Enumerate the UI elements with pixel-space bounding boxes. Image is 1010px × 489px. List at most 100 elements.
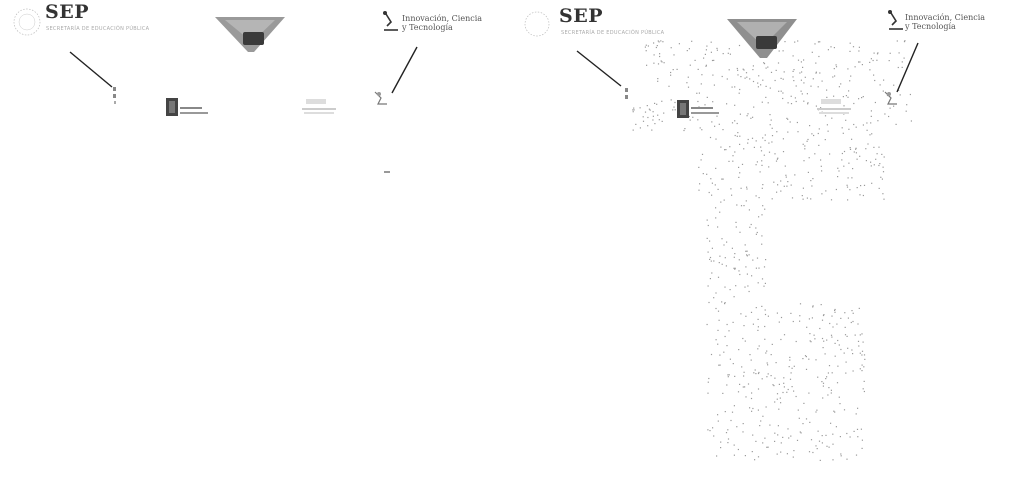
stipple-dot bbox=[809, 421, 811, 423]
stipple-dot bbox=[776, 131, 778, 133]
stipple-dot bbox=[740, 187, 742, 189]
stipple-dot bbox=[813, 134, 815, 137]
stipple-dot bbox=[822, 385, 824, 387]
stipple-dot bbox=[706, 45, 708, 47]
stipple-dot bbox=[821, 319, 824, 321]
stipple-dot bbox=[755, 267, 757, 269]
stipple-dot bbox=[704, 104, 706, 106]
stipple-dot bbox=[803, 82, 805, 84]
stipple-dot bbox=[858, 61, 860, 63]
stipple-dot bbox=[861, 354, 863, 356]
stipple-dot bbox=[776, 312, 778, 314]
stipple-dot bbox=[855, 148, 857, 150]
stipple-dot bbox=[799, 72, 801, 74]
stipple-dot bbox=[752, 80, 755, 83]
stipple-dot bbox=[826, 96, 828, 98]
stipple-dot bbox=[692, 116, 694, 118]
microscope-icon bbox=[888, 10, 903, 30]
stipple-dot bbox=[840, 83, 842, 85]
stipple-dot bbox=[818, 440, 821, 442]
stipple-dot bbox=[738, 44, 741, 47]
stipple-dot bbox=[820, 107, 822, 109]
stipple-dot bbox=[698, 166, 700, 168]
stipple-dot bbox=[694, 59, 696, 61]
stipple-dot bbox=[793, 390, 795, 392]
stipple-dot bbox=[799, 303, 802, 305]
stipple-dot bbox=[830, 389, 832, 391]
stipple-dot bbox=[782, 151, 785, 153]
stipple-dot bbox=[861, 333, 863, 335]
stipple-dot bbox=[802, 358, 804, 360]
stipple-dot bbox=[789, 378, 792, 380]
stipple-dot bbox=[849, 148, 852, 150]
stipple-dot bbox=[728, 69, 730, 71]
stipple-dot bbox=[878, 146, 880, 148]
stipple-dot bbox=[701, 129, 703, 131]
stipple-dot bbox=[730, 419, 732, 422]
stipple-dot bbox=[785, 176, 787, 178]
stipple-dot bbox=[828, 365, 831, 367]
stipple-dot bbox=[709, 258, 711, 260]
stipple-dot bbox=[698, 92, 700, 94]
stipple-dot bbox=[901, 66, 903, 68]
stipple-dot bbox=[742, 431, 744, 433]
stipple-dot bbox=[821, 435, 823, 437]
stipple-dot bbox=[813, 334, 815, 336]
stipple-dot bbox=[769, 424, 771, 426]
stipple-dot bbox=[847, 199, 849, 201]
stipple-dot bbox=[736, 122, 738, 125]
stipple-dot bbox=[761, 235, 763, 237]
stipple-dot bbox=[778, 383, 780, 385]
stipple-dot bbox=[783, 382, 785, 384]
stipple-dot bbox=[858, 307, 860, 309]
stipple-dot bbox=[744, 77, 746, 79]
stipple-dot bbox=[861, 350, 864, 352]
stipple-dot bbox=[733, 296, 735, 298]
stipple-dot bbox=[882, 171, 885, 173]
stipple-dot bbox=[801, 93, 803, 95]
stipple-dot bbox=[739, 113, 741, 115]
stipple-dot bbox=[765, 85, 767, 87]
innovation-line2: y Tecnología bbox=[402, 23, 453, 32]
stipple-dot bbox=[870, 115, 872, 117]
stipple-dot bbox=[770, 354, 772, 356]
stipple-dot bbox=[873, 74, 875, 76]
stipple-dot bbox=[755, 164, 757, 166]
stipple-dot bbox=[647, 116, 649, 119]
stipple-dot bbox=[808, 392, 810, 394]
stipple-dot bbox=[831, 117, 833, 119]
stipple-dot bbox=[733, 256, 735, 258]
stipple-dot bbox=[784, 165, 786, 167]
stipple-dot bbox=[755, 233, 757, 235]
sleeve-mark-left bbox=[625, 88, 628, 99]
stipple-dot bbox=[863, 184, 866, 186]
stipple-dot bbox=[715, 207, 717, 209]
stipple-dot bbox=[832, 443, 834, 445]
stipple-dot bbox=[888, 115, 890, 118]
stipple-dot bbox=[733, 454, 735, 456]
stipple-dot bbox=[632, 111, 634, 113]
stipple-dot bbox=[728, 48, 730, 50]
stipple-dot bbox=[797, 59, 800, 61]
stipple-dot bbox=[708, 301, 710, 304]
stipple-dot bbox=[861, 64, 863, 66]
stipple-dot bbox=[862, 96, 864, 98]
stipple-dot bbox=[809, 125, 811, 127]
stipple-dot bbox=[843, 352, 845, 354]
stipple-dot bbox=[761, 160, 763, 162]
stipple-dot bbox=[769, 87, 771, 89]
stipple-dot bbox=[761, 378, 763, 380]
stipple-dot bbox=[727, 376, 729, 378]
stipple-dot bbox=[815, 411, 817, 413]
stipple-dot bbox=[732, 155, 734, 157]
stipple-dot bbox=[741, 366, 743, 368]
stipple-dot bbox=[842, 132, 844, 134]
stipple-dot bbox=[773, 181, 775, 183]
stipple-dot bbox=[701, 153, 704, 155]
stipple-dot bbox=[876, 53, 879, 55]
stipple-dot bbox=[698, 106, 700, 108]
stipple-dot bbox=[817, 430, 819, 432]
stipple-dot bbox=[769, 124, 771, 126]
stipple-dot bbox=[843, 105, 845, 107]
stipple-dot bbox=[763, 63, 766, 65]
